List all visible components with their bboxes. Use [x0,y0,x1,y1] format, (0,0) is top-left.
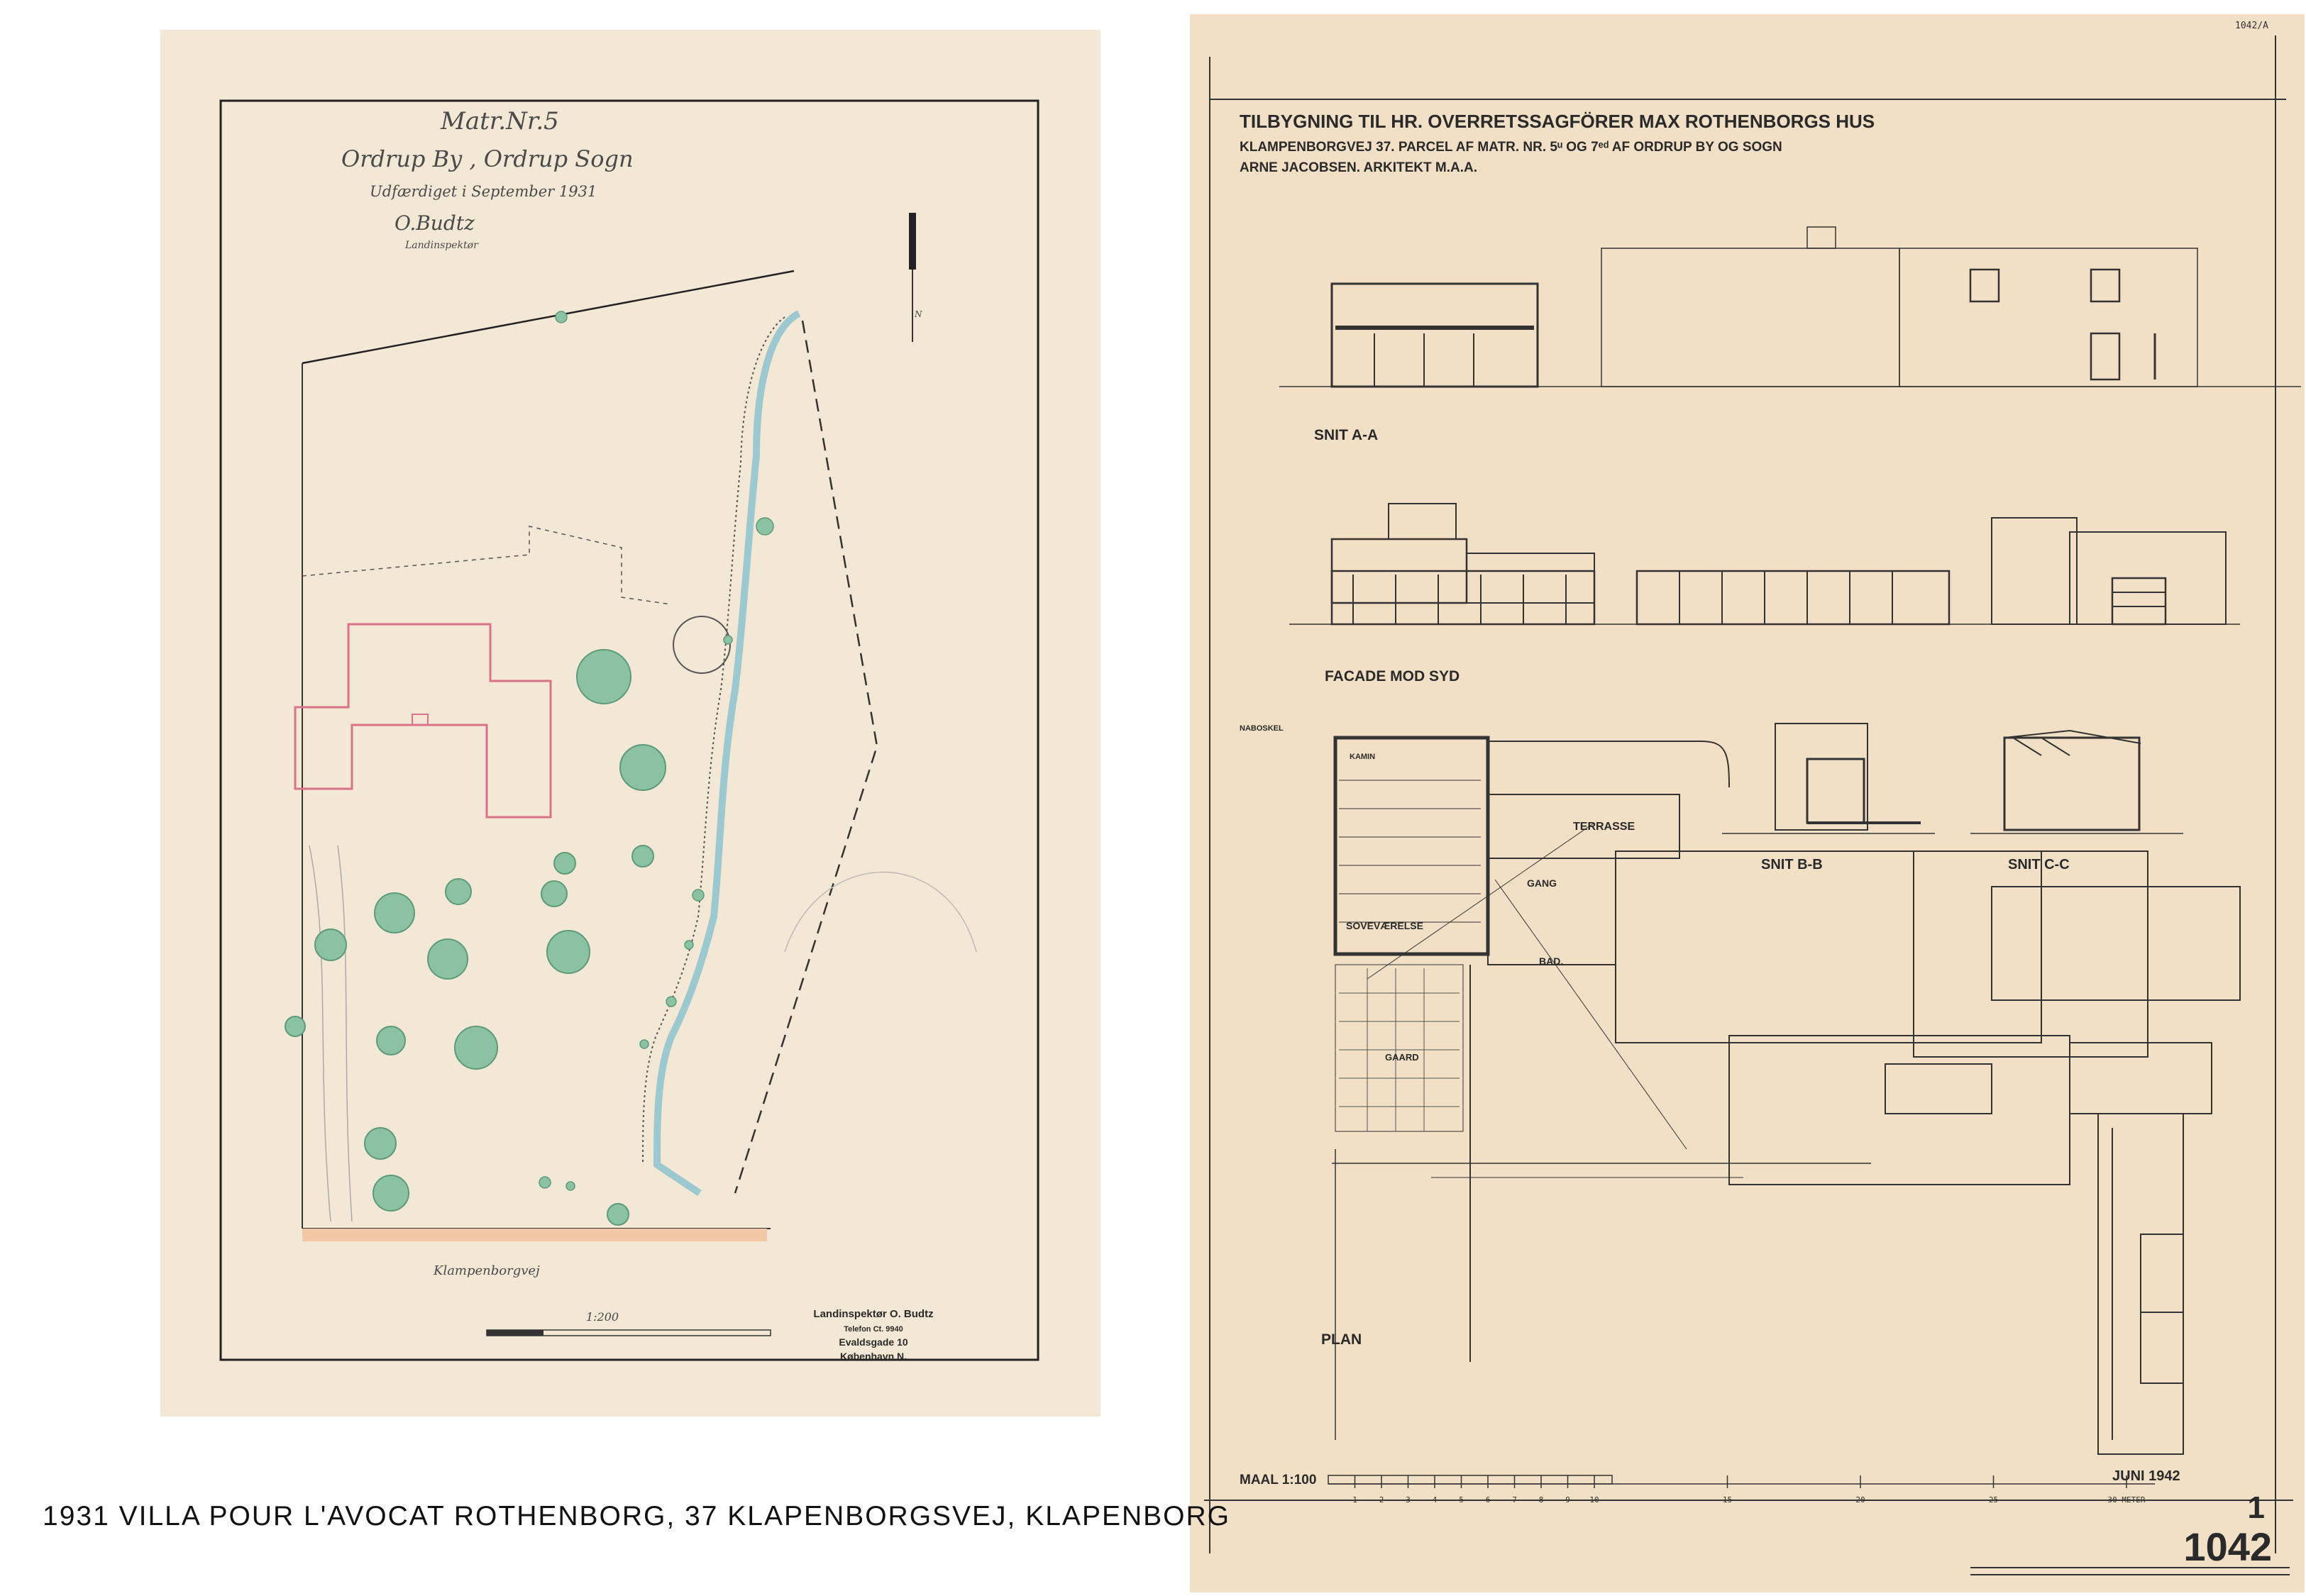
stamp-line-1: Landinspektør O. Budtz [813,1308,933,1320]
tree [576,649,631,704]
section-c-c [1970,729,2183,834]
scale-tick-label: 20 [1855,1495,1865,1504]
small-tree [539,1176,551,1189]
tree [454,1026,498,1070]
scale-tick-label: 1 [1352,1495,1357,1504]
label-facade: FACADE MOD SYD [1325,668,1460,685]
small-tree [666,996,677,1007]
scale-tick-label: 30 METER [2108,1495,2146,1504]
small-tree [684,940,694,950]
label-kamin: KAMIN [1350,753,1375,761]
arch-title: TILBYGNING TIL HR. OVERRETSSAGFÖRER MAX … [1240,111,1875,132]
arch-address: KLAMPENBORGVEJ 37. PARCEL AF MATR. NR. 5… [1240,140,1782,155]
tree [373,1175,409,1212]
south-facade [1289,503,2240,626]
scale-tick-label: 5 [1459,1495,1464,1504]
label-sovevaerelse: SOVEVÆRELSE [1346,920,1423,931]
site-scale-bar: 1:200 [486,1310,771,1336]
road-label: Klampenborgvej [433,1263,540,1278]
garden-path [302,526,672,605]
tree [631,845,654,868]
stamp-line-3: Evaldsgade 10 [839,1336,907,1348]
small-tree [639,1039,649,1049]
stream [642,310,801,1197]
scale-tick-label: 25 [1989,1495,1998,1504]
round-pond [673,616,731,674]
tree [374,892,415,933]
site-plan-drawing: Matr.Nr.5 Ordrup By , Ordrup Sogn Udfærd… [219,99,1039,1362]
stamp-line-4: København N. [840,1351,907,1362]
architect-drawing: 1042/A TILBYGNING TIL HR. OVERRETSSAGFÖR… [1204,21,2302,1575]
surveyor-label: Landinspektør [404,240,479,251]
tree [445,878,472,905]
tree [314,929,347,961]
small-tree [723,635,733,645]
site-prepared: Udfærdiget i September 1931 [370,183,597,200]
corner-reference: 1042/A [2235,21,2268,31]
site-plan-border [219,99,1039,1361]
scale-tick-label: 6 [1486,1495,1491,1504]
label-plan: PLAN [1321,1331,1362,1348]
small-tree [756,517,774,536]
tree [541,880,568,907]
archive-number: 1042 [2183,1524,2272,1569]
drawing-frame [1204,35,2293,1575]
tree [364,1127,397,1160]
scale-tick-label: 15 [1723,1495,1732,1504]
small-tree [555,311,568,323]
house-step [412,714,429,726]
site-scale-label: 1:200 [586,1310,619,1324]
arch-architect: ARNE JACOBSEN. ARKITEKT M.A.A. [1240,160,1477,175]
scale-tick-label: 9 [1565,1495,1570,1504]
label-snit-a-a: SNIT A-A [1314,427,1378,443]
pencil-arc [784,871,977,953]
arch-scale-bar: MAAL 1:100 1 2 3 4 5 6 7 8 9 10 15 20 25 30 METER [1240,1473,2155,1504]
scale-tick-label: 2 [1379,1495,1384,1504]
scale-tick-label: 10 [1589,1495,1599,1504]
label-gaard: GAARD [1385,1052,1419,1063]
road-strip [302,1229,767,1241]
small-tree [566,1181,575,1191]
site-title: Matr.Nr.5 [440,107,559,135]
tree [546,930,590,974]
arch-date: JUNI 1942 [2112,1468,2180,1484]
north-label: N [914,309,922,319]
label-bad: BAD. [1539,955,1563,967]
arch-scale-label: MAAL 1:100 [1240,1473,1316,1487]
label-snit-c-c: SNIT C-C [2008,857,2070,872]
architect-drawing-sheet: 1042/A TILBYGNING TIL HR. OVERRETSSAGFÖR… [1190,14,2305,1592]
sheet-number: 1 [2248,1490,2265,1525]
section-b-b [1722,723,1935,834]
section-a-a [1279,226,2302,388]
label-terrasse: TERRASSE [1573,821,1635,833]
small-tree-group [539,311,774,1191]
small-tree [692,889,705,902]
floor-plan [1332,736,2241,1455]
north-arrow: N [909,213,922,342]
pencil-path [309,845,353,1222]
tree [553,852,576,875]
scale-tick-label: 3 [1406,1495,1411,1504]
tree [607,1203,629,1226]
surveyor-stamp: Landinspektør O. Budtz Telefon Ct. 9940 … [813,1308,933,1362]
house-outline [294,623,552,819]
tree [285,1016,306,1037]
scale-ticks: 1 2 3 4 5 6 7 8 9 10 15 20 25 30 METER [1352,1475,2146,1504]
label-snit-b-b: SNIT B-B [1761,857,1823,872]
tree [619,744,666,791]
scale-tick-label: 7 [1512,1495,1517,1504]
site-plan-sheet: Matr.Nr.5 Ordrup By , Ordrup Sogn Udfærd… [160,30,1100,1417]
label-gang: GANG [1527,877,1557,889]
tree-group [285,649,666,1226]
scale-tick-label: 8 [1539,1495,1544,1504]
tree [427,938,468,980]
label-naboskel: NABOSKEL [1240,724,1284,733]
caption: 1931 VILLA POUR L'AVOCAT ROTHENBORG, 37 … [43,1501,1230,1531]
tree [376,1026,406,1055]
scale-tick-label: 4 [1433,1495,1438,1504]
property-boundary [302,270,878,1229]
surveyor-signature: O.Budtz [395,211,475,235]
site-subtitle: Ordrup By , Ordrup Sogn [341,145,634,172]
stamp-line-2: Telefon Ct. 9940 [844,1325,903,1334]
